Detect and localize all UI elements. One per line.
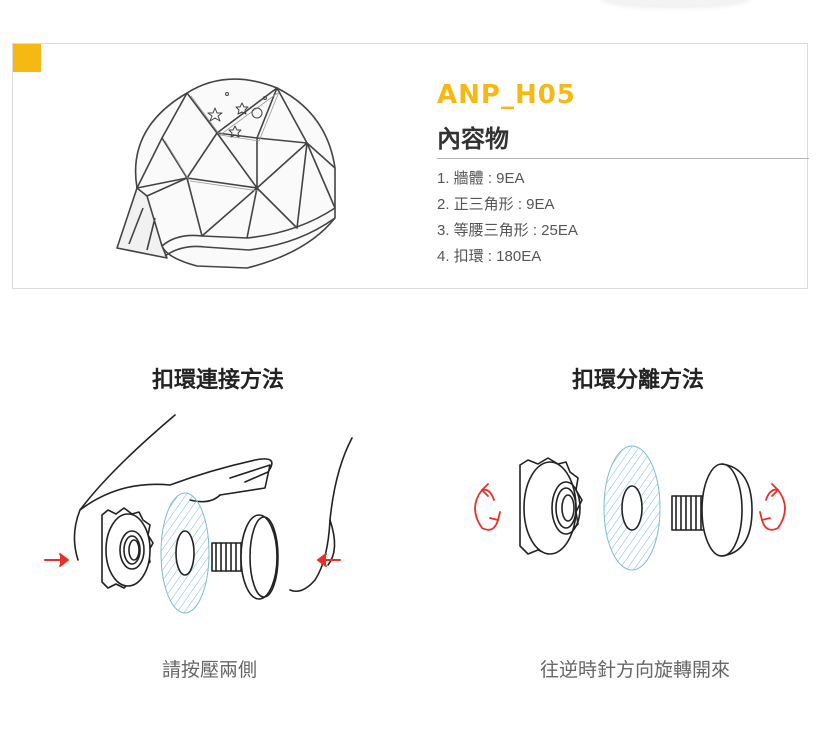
contents-item-isosceles-triangle: 3. 等腰三角形 : 25EA	[437, 222, 578, 239]
rotate-clockwise-icon	[759, 483, 786, 531]
top-decorative-shadow	[600, 0, 750, 6]
contents-divider	[437, 158, 809, 159]
separate-panel-disc-icon	[603, 445, 661, 571]
separate-method-title: 扣環分離方法	[572, 368, 705, 393]
separate-caption: 往逆時針方向旋轉開來	[540, 659, 731, 681]
model-code: ANP_H05	[437, 80, 576, 110]
connect-method-title: 扣環連接方法	[152, 368, 285, 393]
contents-title: 內容物	[437, 125, 509, 153]
separate-method-diagram	[474, 445, 786, 571]
connect-method-diagram	[44, 414, 353, 614]
connect-nut-icon	[101, 507, 154, 589]
connect-bolt-icon	[211, 514, 279, 600]
rotate-counterclockwise-icon	[474, 483, 501, 531]
connect-caption: 請按壓兩側	[162, 659, 258, 681]
separate-nut-icon	[519, 457, 583, 555]
contents-item-equilateral-triangle: 2. 正三角形 : 9EA	[437, 196, 555, 213]
contents-item-wall: 1. 牆體 : 9EA	[437, 170, 525, 187]
dome-climber-illustration	[116, 78, 336, 269]
corner-accent	[13, 44, 41, 72]
contents-item-clip: 4. 扣環 : 180EA	[437, 248, 542, 265]
separate-bolt-icon	[671, 463, 753, 557]
connect-panel-disc-icon	[160, 492, 210, 614]
contents-list: 1. 牆體 : 9EA 2. 正三角形 : 9EA 3. 等腰三角形 : 25E…	[437, 166, 578, 270]
product-card: ANP_H05 內容物 1. 牆體 : 9EA 2. 正三角形 : 9EA 3.…	[12, 43, 809, 289]
press-arrows-icon	[44, 553, 341, 567]
